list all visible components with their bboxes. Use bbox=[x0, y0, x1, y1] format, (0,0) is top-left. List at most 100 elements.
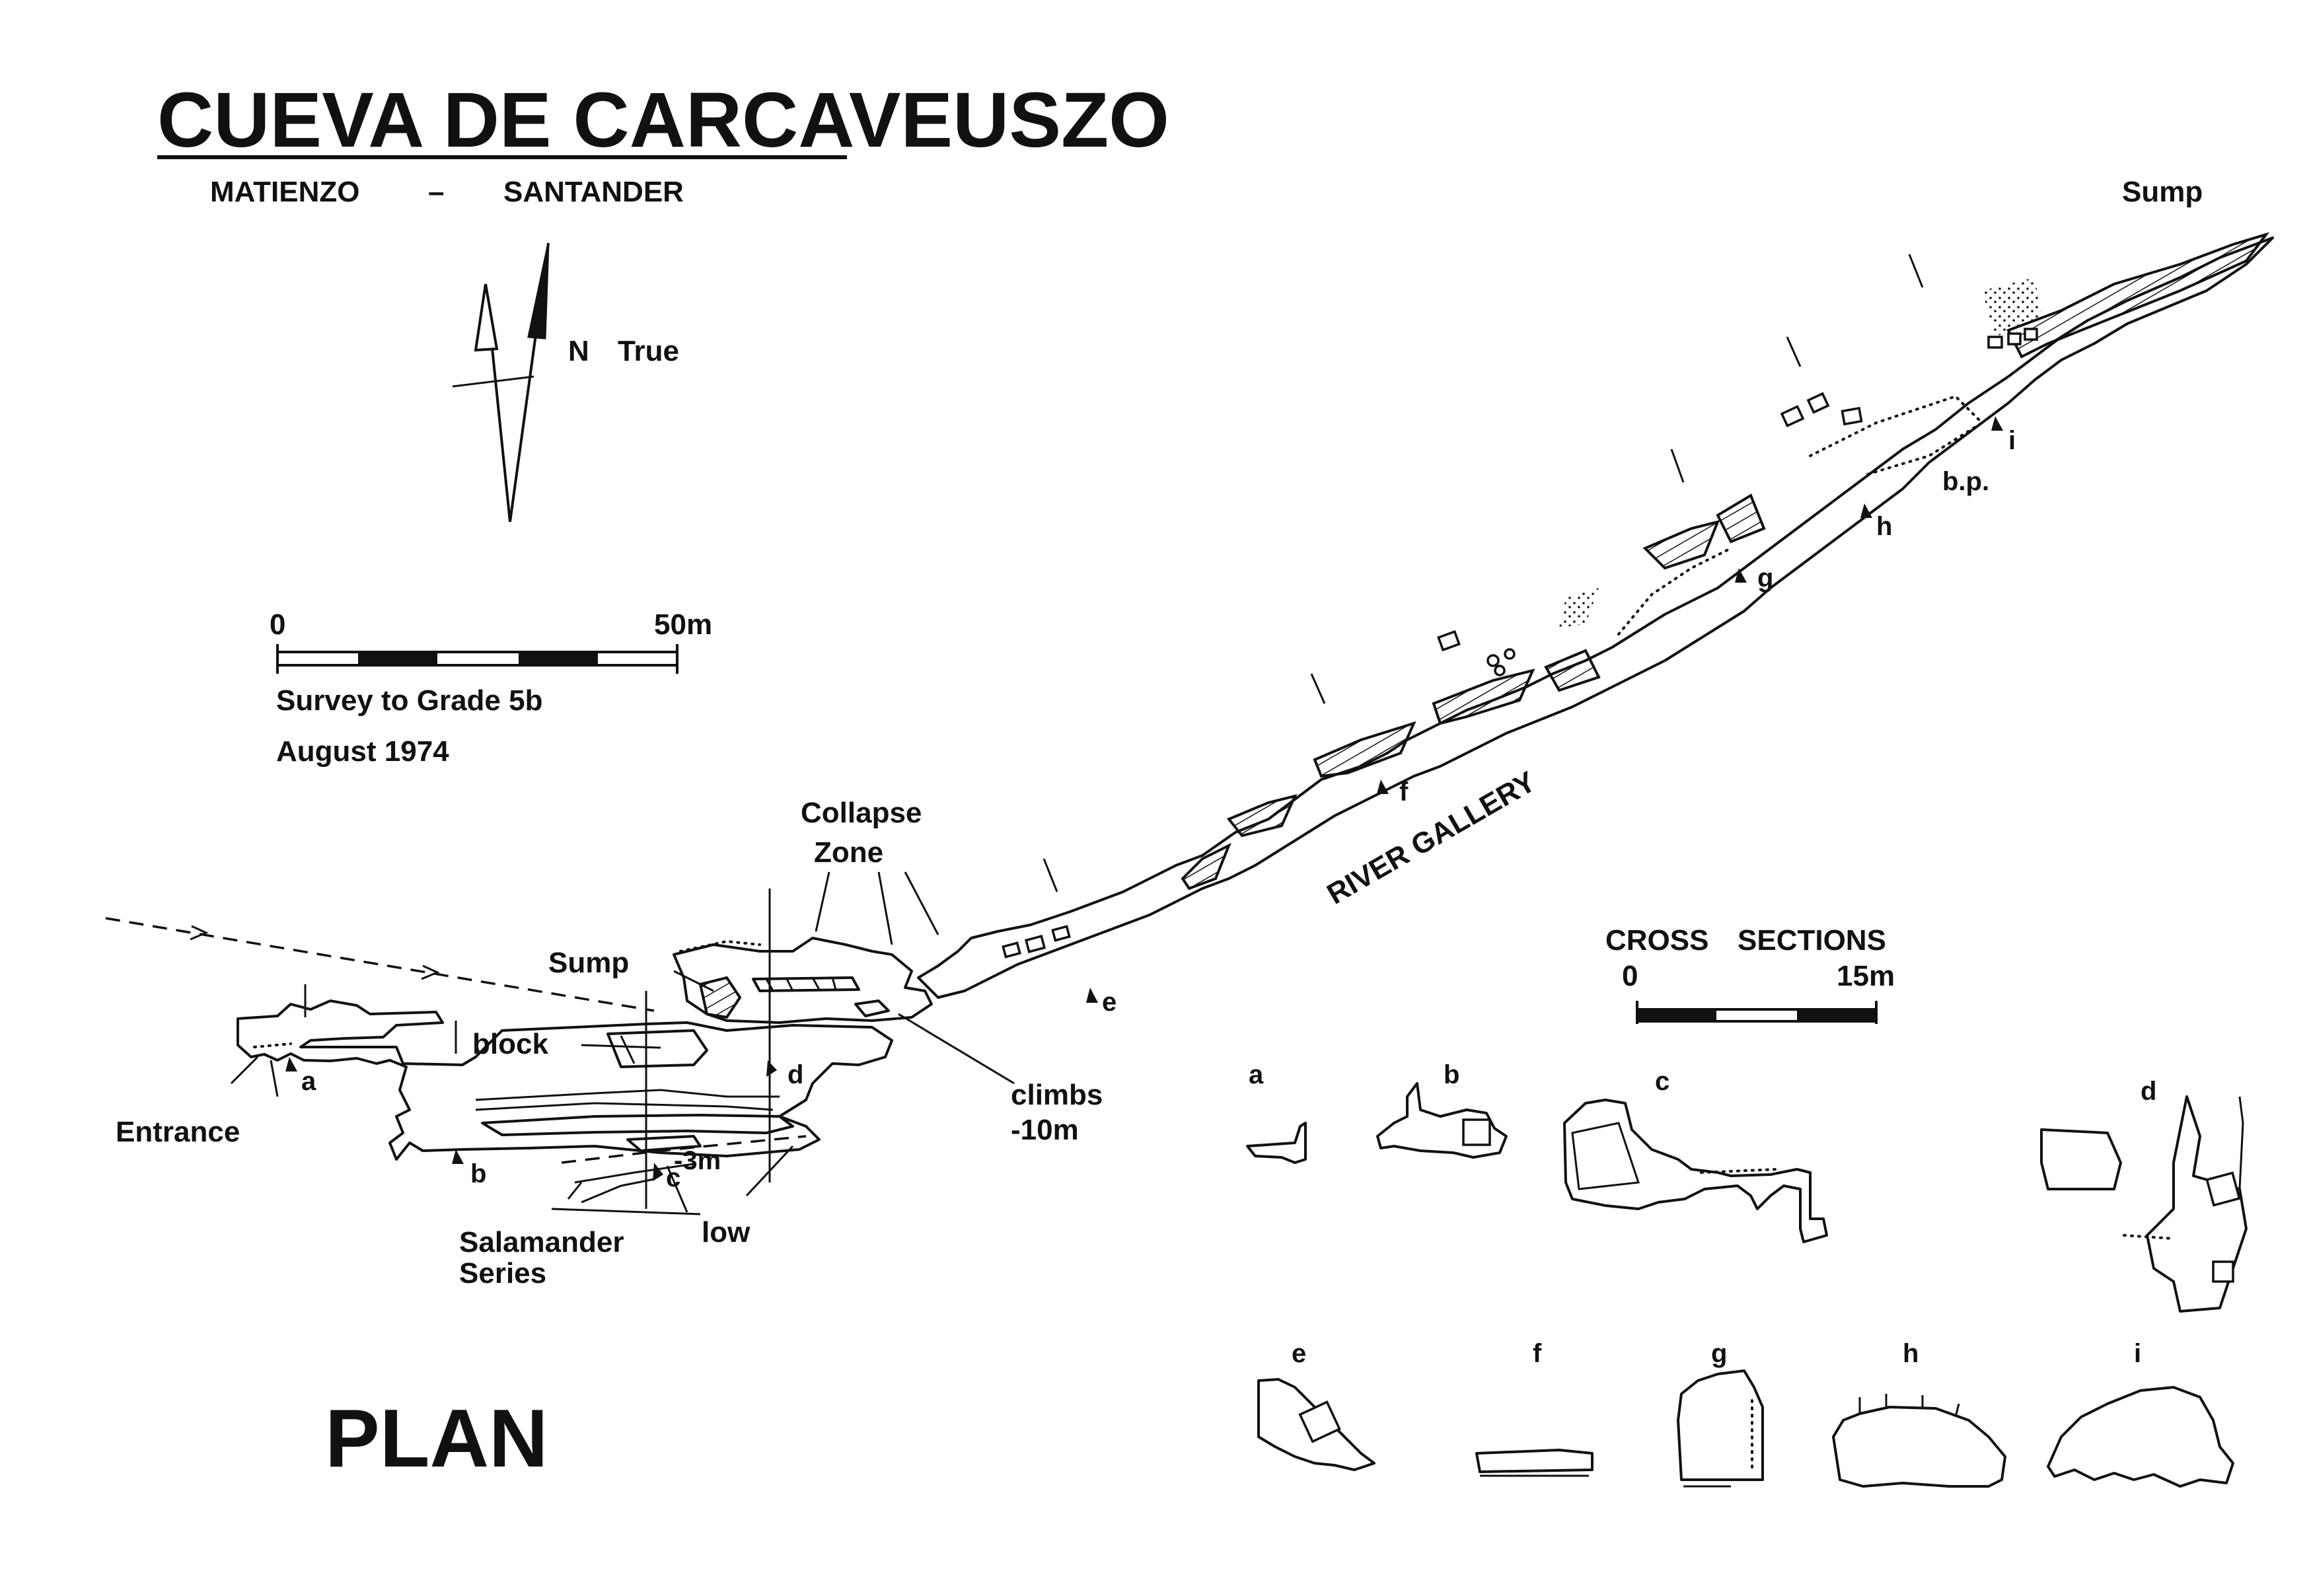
pool bbox=[1432, 669, 1535, 725]
water-edge bbox=[1809, 394, 1985, 477]
salamander-passage bbox=[574, 1163, 694, 1184]
arrow-chevron-icon bbox=[421, 964, 440, 980]
sump-label-upper: Sump bbox=[2122, 176, 2203, 208]
block-label: block bbox=[472, 1028, 548, 1060]
station-h-label: h bbox=[1876, 512, 1892, 541]
minus-3m-pointer bbox=[745, 1145, 794, 1197]
section-e-boulder bbox=[1298, 1400, 1341, 1443]
entrance-leader bbox=[230, 1056, 259, 1085]
pool bbox=[1226, 794, 1298, 838]
climbs-label-2: -10m bbox=[1011, 1114, 1079, 1146]
section-d-boulder bbox=[2212, 1260, 2234, 1283]
entrance-label: Entrance bbox=[116, 1116, 240, 1148]
block-edge bbox=[620, 1035, 636, 1064]
magnetic-north-arrow-icon bbox=[474, 283, 511, 523]
station-i-marker-icon bbox=[1991, 416, 2003, 431]
section-d-boulder bbox=[2205, 1171, 2241, 1207]
station-a-marker-icon bbox=[285, 1057, 297, 1071]
small-chamber bbox=[854, 999, 890, 1017]
north-crossbar bbox=[452, 375, 534, 388]
sand-stipple bbox=[1982, 277, 2041, 337]
section-scale-start: 0 bbox=[1622, 960, 1638, 992]
pool bbox=[1544, 649, 1601, 692]
pool bbox=[1716, 493, 1766, 544]
salamander-dashed bbox=[561, 1135, 807, 1164]
low-pointer bbox=[551, 1208, 701, 1215]
station-h-marker-icon bbox=[1860, 503, 1872, 518]
subtitle-santander: SANTANDER bbox=[503, 176, 684, 208]
section-c-boulder bbox=[1571, 1122, 1640, 1190]
station-g-label: g bbox=[1757, 563, 1773, 593]
section-b-label: b bbox=[1444, 1060, 1459, 1089]
inner-passage-line bbox=[475, 1089, 780, 1101]
river-gallery-passage bbox=[917, 236, 2274, 999]
salamander-passage bbox=[567, 1182, 583, 1200]
section-a-profile bbox=[1246, 1122, 1307, 1164]
minus-3m-label: -3m bbox=[674, 1146, 721, 1175]
station-i-label: i bbox=[2008, 426, 2016, 455]
section-h-ticks bbox=[1858, 1394, 1960, 1418]
title-block: CUEVA DE CARCAVEUSZO MATIENZO – SANTANDE… bbox=[157, 77, 1169, 208]
block-pointer bbox=[581, 1044, 661, 1049]
boulder bbox=[1002, 941, 1021, 959]
section-i-label: i bbox=[2134, 1339, 2141, 1368]
survey-date: August 1974 bbox=[276, 735, 449, 768]
section-i-profile bbox=[2047, 1386, 2234, 1488]
sump-pointer bbox=[673, 970, 714, 992]
boulder bbox=[1437, 630, 1461, 652]
collapse-pointer bbox=[877, 871, 893, 945]
entrance-dotted-line bbox=[253, 1042, 292, 1048]
collapse-label-1: Collapse bbox=[801, 797, 922, 829]
section-d-upper bbox=[2040, 1128, 2122, 1190]
boulder bbox=[1486, 654, 1500, 667]
subtitle-matienzo: MATIENZO bbox=[210, 176, 360, 208]
low-pointer bbox=[666, 1165, 688, 1213]
section-b-boulder bbox=[1462, 1118, 1491, 1146]
plan-scale-end: 50m bbox=[654, 608, 712, 641]
salamander-passage bbox=[581, 1178, 655, 1204]
boulder bbox=[1494, 665, 1506, 676]
plan-label: PLAN bbox=[325, 1393, 548, 1484]
climbs-label-1: climbs bbox=[1011, 1079, 1103, 1111]
station-b-label: b bbox=[470, 1159, 486, 1188]
pool bbox=[1313, 721, 1416, 778]
collapse-label-2: Zone bbox=[814, 836, 883, 869]
sand-stipple bbox=[1559, 588, 1599, 628]
station-c-marker-icon bbox=[653, 1163, 663, 1181]
section-e-label: e bbox=[1292, 1339, 1306, 1368]
section-d-label: d bbox=[2141, 1077, 2156, 1106]
section-h-profile bbox=[1832, 1406, 2006, 1488]
boulder bbox=[1987, 336, 2003, 349]
salamander-label-1: Salamander bbox=[459, 1226, 624, 1258]
river-gallery bbox=[917, 232, 2274, 999]
true-north-label: True bbox=[618, 335, 679, 367]
section-c-dotted bbox=[1700, 1168, 1778, 1174]
station-g-marker-icon bbox=[1735, 568, 1747, 583]
collapse-pointer bbox=[815, 871, 830, 932]
pool bbox=[1642, 520, 1720, 570]
lower-branch bbox=[481, 1114, 794, 1136]
arrow-chevron-icon bbox=[190, 925, 209, 941]
boulder bbox=[2007, 332, 2022, 345]
section-c-profile bbox=[1563, 1099, 1828, 1243]
section-h-label: h bbox=[1903, 1339, 1919, 1368]
section-f-profile bbox=[1475, 1449, 1594, 1473]
section-f-label: f bbox=[1533, 1339, 1542, 1368]
entrance-passages bbox=[105, 889, 933, 1209]
cross-sections-title-1: CROSS bbox=[1605, 924, 1708, 957]
pool bbox=[1181, 842, 1231, 890]
section-d-lower bbox=[2146, 1095, 2248, 1313]
survey-grade: Survey to Grade 5b bbox=[276, 684, 542, 717]
map-title: CUEVA DE CARCAVEUSZO bbox=[157, 77, 1169, 164]
station-b-marker-icon bbox=[452, 1149, 464, 1164]
boulder bbox=[1504, 648, 1516, 660]
station-f-marker-icon bbox=[1377, 780, 1389, 794]
station-f-label: f bbox=[1399, 778, 1409, 807]
section-a-label: a bbox=[1249, 1060, 1264, 1089]
station-e-marker-icon bbox=[1086, 988, 1098, 1003]
salamander-label-2: Series bbox=[459, 1257, 546, 1289]
plan-scale-start: 0 bbox=[270, 608, 285, 641]
subtitle-dash: – bbox=[428, 176, 444, 208]
